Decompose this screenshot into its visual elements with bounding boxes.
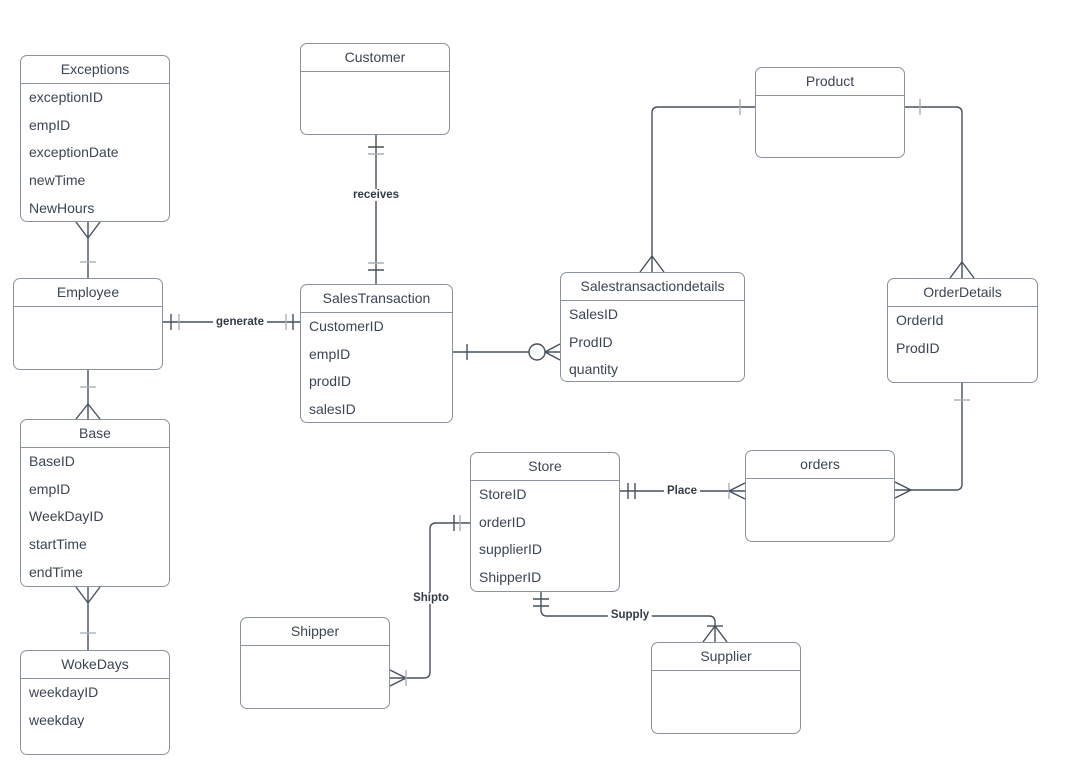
entity-attribute: exceptionDate: [29, 144, 119, 161]
entity-title: SalesTransaction: [301, 285, 452, 313]
entity-attribute: weekday: [29, 711, 85, 728]
entity-sales-transaction-details: Salestransactiondetails SalesID ProdID q…: [560, 272, 745, 382]
entity-attribute: empID: [29, 480, 71, 497]
entity-attribute: SalesID: [569, 306, 619, 322]
entity-order-details: OrderDetails OrderId ProdID: [887, 278, 1038, 383]
connector-employee-base: [75, 370, 101, 420]
connector-employee-salestransaction: [163, 314, 300, 330]
entity-product: Product: [755, 67, 905, 158]
entity-base: Base BaseID empID WeekDayID startTime en…: [20, 419, 170, 587]
entity-attribute: BaseID: [29, 453, 75, 469]
entity-title: Shipper: [241, 618, 389, 646]
entity-attribute: weekdayID: [29, 684, 99, 700]
entity-shipper: Shipper: [240, 617, 390, 709]
entity-attribute: ProdID: [569, 333, 613, 350]
entity-attribute: empID: [309, 345, 351, 362]
entity-title: Customer: [301, 44, 449, 72]
entity-title: Base: [21, 420, 169, 448]
connector-product-orderdetails: [905, 99, 975, 279]
connector-employee-exceptions: [75, 221, 101, 278]
entity-attribute: endTime: [29, 563, 83, 580]
relationship-label-supply: Supply: [607, 609, 653, 621]
entity-title: Supplier: [652, 643, 800, 671]
entity-title: Employee: [14, 279, 162, 307]
entity-attribute: supplierID: [479, 541, 543, 558]
entity-attribute: StoreID: [479, 486, 527, 502]
entity-attribute: empID: [29, 116, 71, 133]
entity-title: Product: [756, 68, 904, 96]
connector-customer-salestransaction: [368, 135, 384, 284]
entity-attribute: OrderId: [896, 312, 944, 328]
entity-title: OrderDetails: [888, 279, 1037, 307]
entity-supplier: Supplier: [651, 642, 801, 734]
entity-title: Salestransactiondetails: [561, 273, 744, 301]
connector-salestransaction-details: [453, 343, 561, 361]
entity-title: Store: [471, 453, 619, 481]
entity-attribute: prodID: [309, 373, 352, 390]
entity-attribute: WeekDayID: [29, 508, 104, 525]
relationship-label-shipto: Shipto: [410, 592, 452, 604]
relationship-label-generate: generate: [213, 316, 267, 328]
entity-title: orders: [746, 451, 894, 479]
entity-exceptions: Exceptions exceptionID empID exceptionDa…: [20, 55, 170, 222]
entity-title: Exceptions: [21, 56, 169, 84]
connector-product-details: [639, 99, 755, 273]
entity-sales-transaction: SalesTransaction CustomerID empID prodID…: [300, 284, 453, 423]
entity-attribute: CustomerID: [309, 318, 384, 334]
entity-attribute: exceptionID: [29, 89, 103, 105]
connector-orderdetails-orders: [894, 383, 970, 499]
entity-attribute: ShipperID: [479, 569, 542, 586]
entity-attribute: startTime: [29, 536, 87, 553]
entity-attribute: quantity: [569, 361, 619, 378]
entity-attribute: orderID: [479, 513, 526, 530]
entity-title: WokeDays: [21, 651, 169, 679]
entity-employee: Employee: [13, 278, 163, 370]
entity-orders: orders: [745, 450, 895, 542]
relationship-label-place: Place: [663, 485, 701, 497]
entity-attribute: NewHours: [29, 199, 95, 216]
relationship-label-receives: receives: [349, 189, 403, 201]
entity-attribute: ProdID: [896, 339, 940, 356]
entity-attribute: newTime: [29, 172, 86, 189]
connector-base-wokedays: [75, 586, 101, 650]
entity-attribute: salesID: [309, 401, 356, 418]
entity-woke-days: WokeDays weekdayID weekday: [20, 650, 170, 755]
entity-customer: Customer: [300, 43, 450, 135]
entity-store: Store StoreID orderID supplierID Shipper…: [470, 452, 620, 592]
